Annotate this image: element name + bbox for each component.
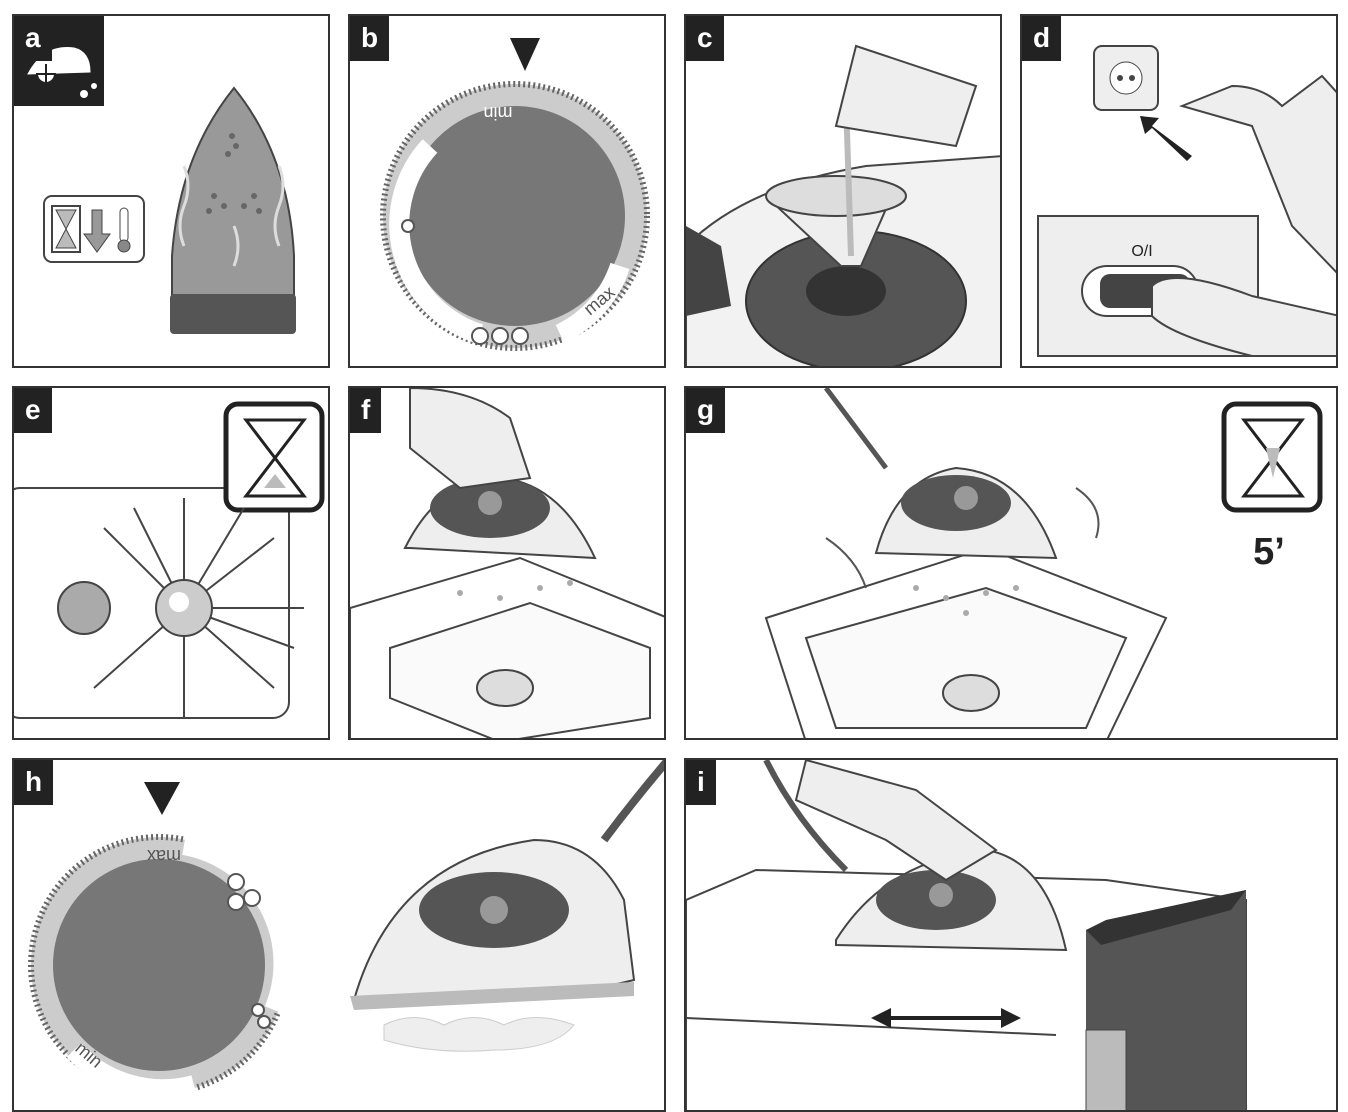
jug-icon	[836, 46, 976, 146]
panel-g: g 5’	[684, 386, 1338, 740]
duration-text: 5’	[1253, 531, 1285, 573]
panel-a: a	[12, 14, 330, 368]
panel-label: i	[686, 760, 716, 805]
panel-label: a	[14, 16, 52, 61]
panel-e: e	[12, 386, 330, 740]
panel-i: i	[684, 758, 1338, 1112]
panel-d: d O/I	[1020, 14, 1338, 368]
steam-ready-light-illustration	[14, 388, 330, 740]
hourglass-cool-down-icon	[44, 196, 144, 262]
shake-iron-steam-illustration: 5’	[686, 388, 1338, 740]
dial-max-text: max	[147, 846, 181, 866]
vertical-steam-ironing-illustration	[686, 760, 1338, 1112]
hourglass-icon	[226, 404, 322, 510]
hourglass-icon	[1224, 404, 1320, 510]
fill-water-illustration	[686, 16, 1002, 368]
pointer-arrow-icon	[144, 782, 180, 815]
panel-b: b min max	[348, 14, 666, 368]
plug-in-switch-on-illustration: O/I	[1022, 16, 1338, 368]
steam-cloud-icon	[384, 1018, 574, 1052]
panel-label: d	[1022, 16, 1061, 61]
panel-label: f	[350, 388, 381, 433]
steam-dial-max-illustration: max min	[14, 760, 666, 1112]
steam-dial-min-illustration: min max	[350, 16, 666, 368]
panel-h: h max min	[12, 758, 666, 1112]
iron-over-sink-illustration	[350, 388, 666, 740]
panel-label: c	[686, 16, 724, 61]
arrow-icon	[1140, 116, 1192, 161]
panel-label: e	[14, 388, 52, 433]
dial-min-text: min	[483, 103, 512, 123]
iron-soleplate-illustration	[14, 16, 330, 368]
panel-label: g	[686, 388, 725, 433]
panel-label: b	[350, 16, 389, 61]
panel-c: c	[684, 14, 1002, 368]
panel-f: f	[348, 386, 666, 740]
switch-label: O/I	[1131, 243, 1152, 260]
panel-label: h	[14, 760, 53, 805]
soleplate-icon	[170, 88, 296, 334]
pointer-arrow-icon	[510, 38, 540, 71]
